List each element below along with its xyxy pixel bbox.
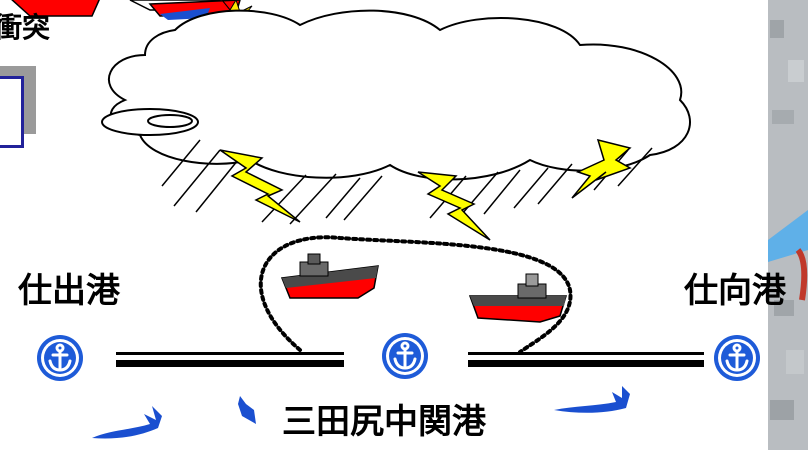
lightning-icon — [571, 138, 632, 199]
ship-icon — [11, 0, 100, 17]
anchor-icon — [714, 335, 760, 381]
wave-splash-icon — [238, 396, 256, 424]
destination-port-label: 仕向港 — [684, 271, 786, 311]
wave-splash-icon — [554, 386, 630, 413]
dotted-route — [258, 235, 573, 354]
wave-splash-icon — [92, 406, 162, 439]
lightning-icon — [417, 171, 491, 241]
pier-left — [116, 352, 344, 367]
text-box-frame — [0, 76, 24, 148]
anchor-icon — [37, 335, 83, 381]
ship-icon — [468, 273, 568, 323]
refuge-port-label: 三田尻中関港 — [282, 402, 486, 442]
ship-icon — [280, 253, 379, 299]
pier-right — [468, 352, 704, 367]
collision-label: 衝突 — [0, 11, 51, 44]
storm-cloud-icon — [101, 9, 691, 181]
departure-port-label: 仕出港 — [18, 271, 120, 311]
aerial-map-image — [768, 0, 808, 450]
anchor-icon — [382, 333, 428, 379]
lightning-icon — [219, 149, 301, 223]
rain-lines — [161, 139, 653, 225]
